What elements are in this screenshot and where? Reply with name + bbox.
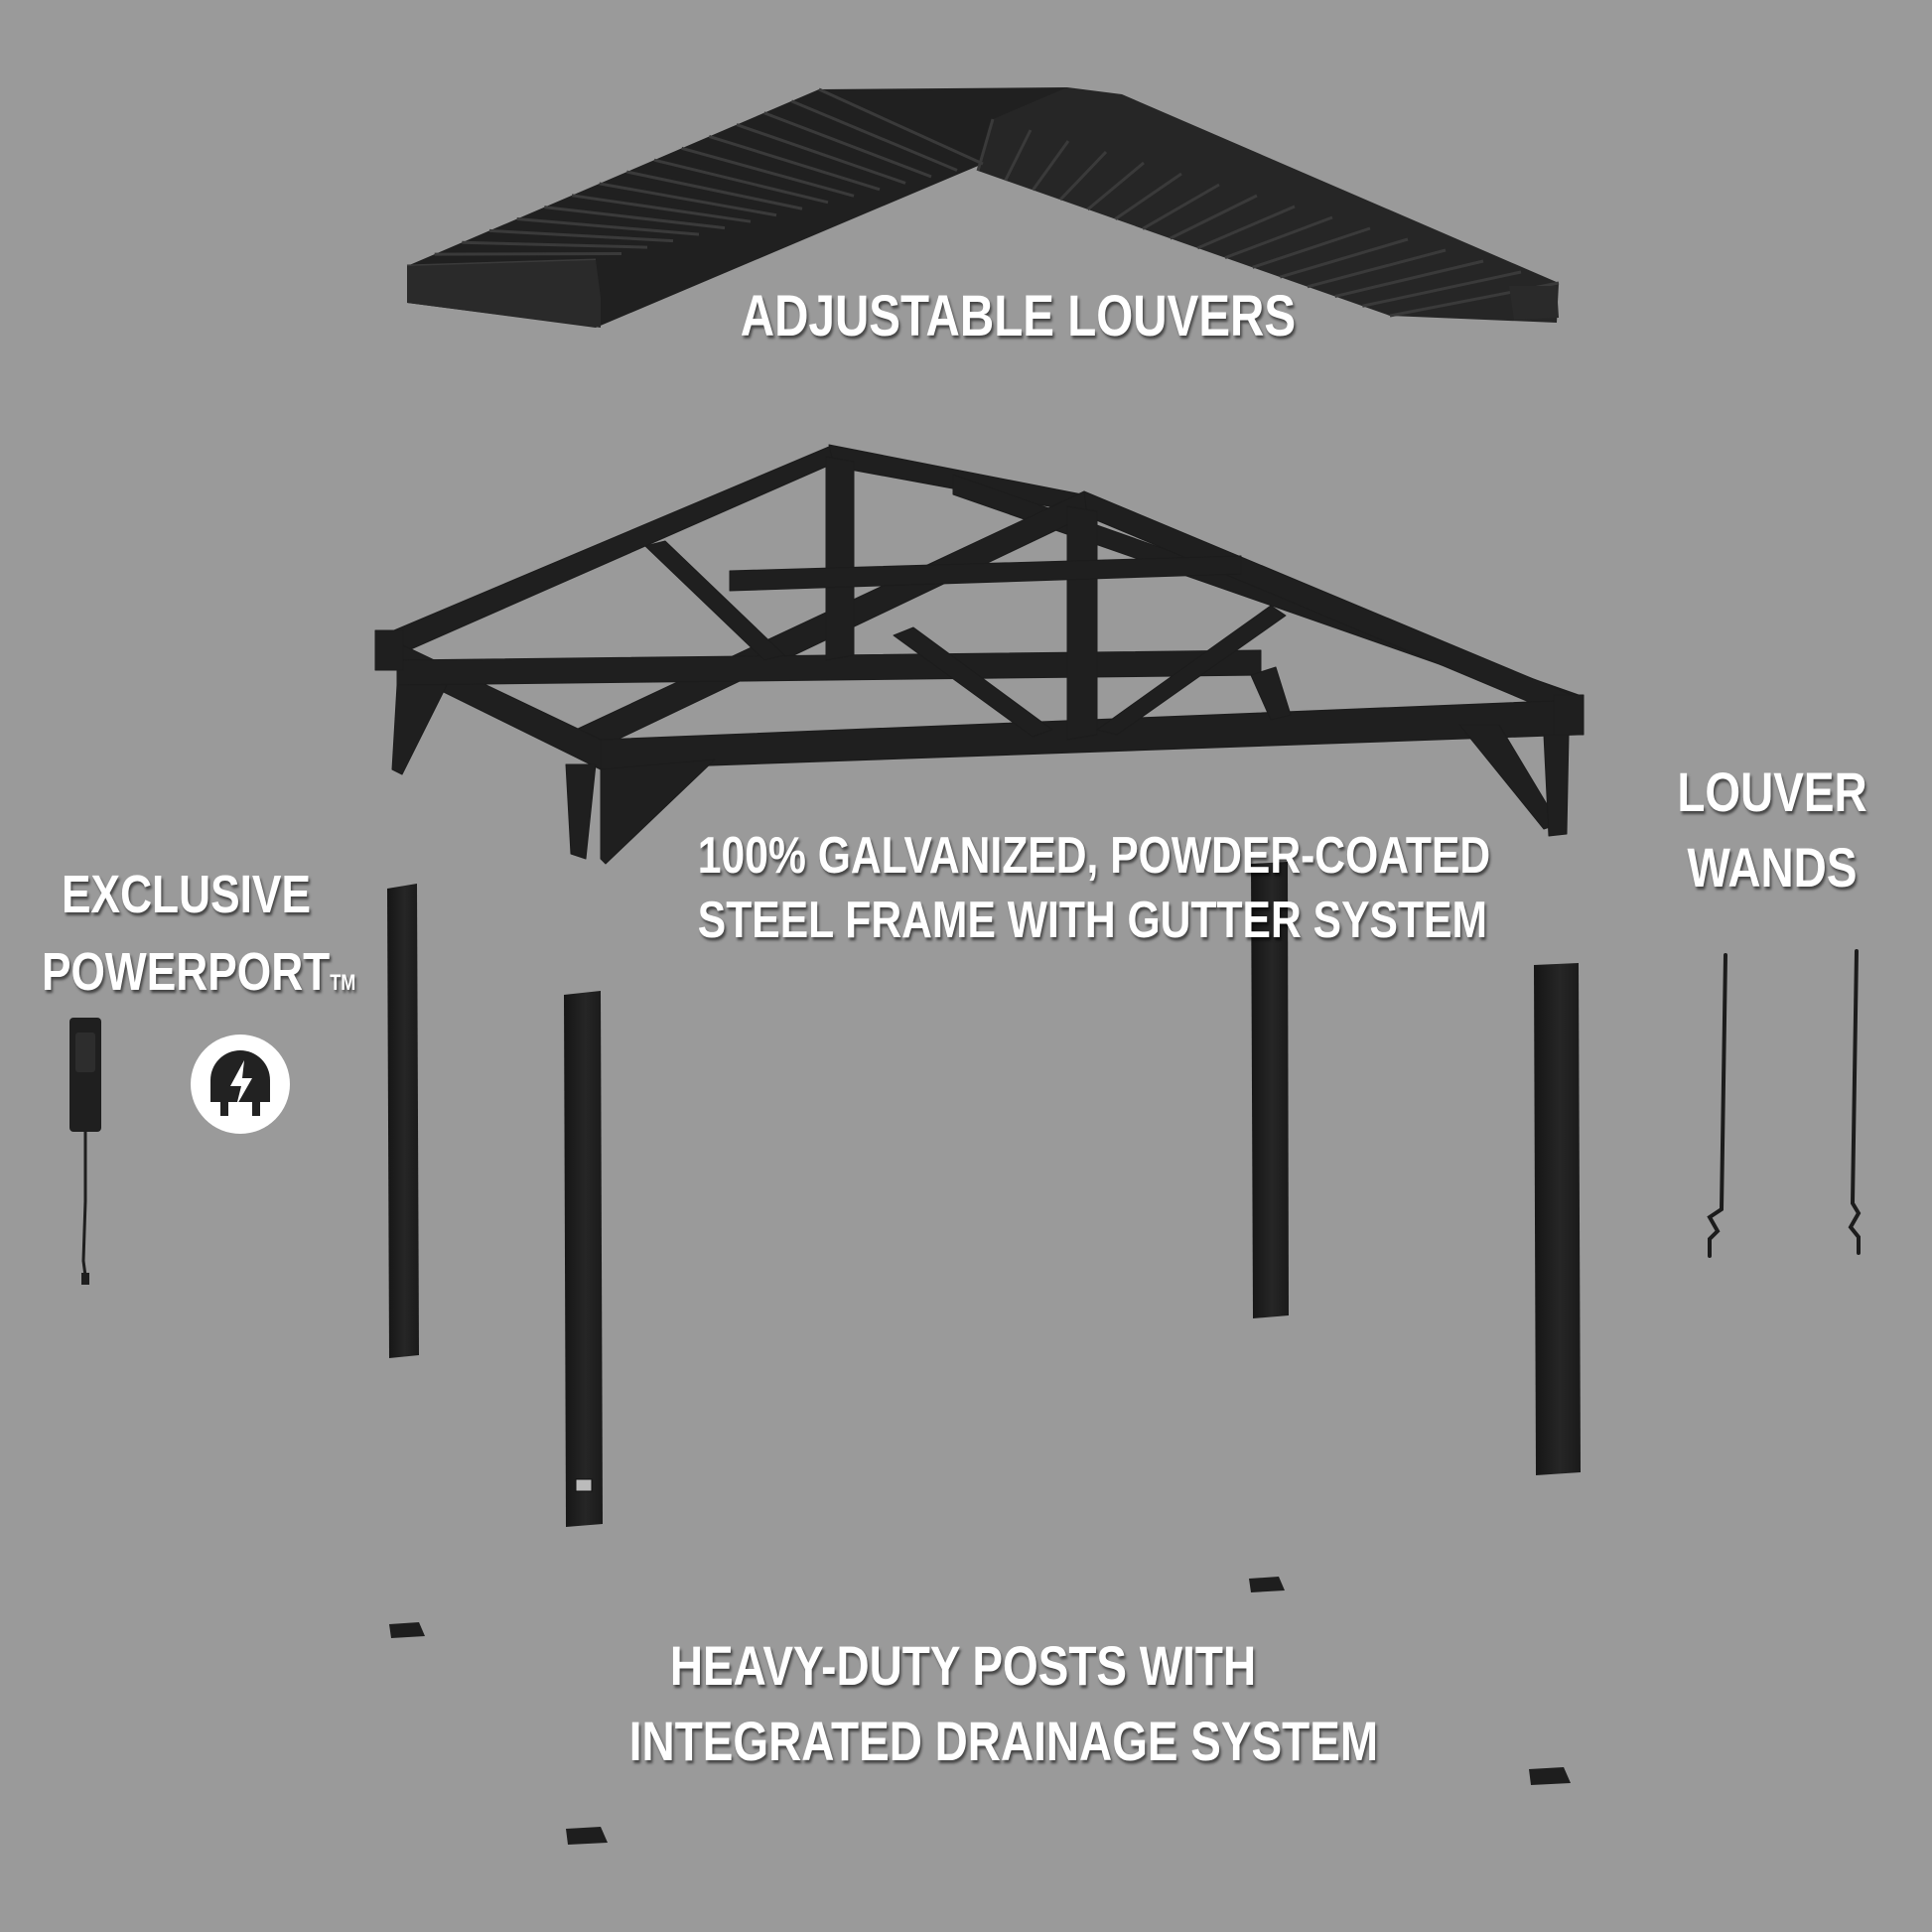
louver-slat-right (1032, 140, 1070, 192)
frame-brace-rear (644, 540, 785, 661)
louver-wand-right (1848, 949, 1862, 1255)
louver-slat-left (626, 170, 803, 210)
label-wands-line2: WANDS (1687, 835, 1858, 898)
label-powerport-tm: TM (330, 970, 356, 996)
louver-front-right-end (1509, 286, 1559, 320)
foot-plate-front-left (566, 1827, 608, 1845)
frame-bracket-front-left-diag (600, 759, 716, 865)
louver-slat-right (1307, 248, 1447, 289)
powerport-device (69, 1018, 101, 1285)
label-posts-line1: HEAVY-DUTY POSTS WITH (669, 1634, 1257, 1697)
posts (387, 862, 1581, 1527)
label-adjustable-louvers: ADJUSTABLE LOUVERS (740, 281, 1297, 353)
label-louver-wands: LOUVER WANDS (1671, 755, 1874, 904)
louver-slat-left (818, 87, 984, 166)
louver-slat-left (516, 217, 700, 236)
louver-slat-right (1142, 183, 1220, 230)
louver-slat-right (1224, 215, 1333, 260)
frame-rear-upright (825, 456, 855, 661)
label-powerport-line2-wrap: POWERPORTTM (41, 933, 355, 1011)
louver-slat-left (544, 206, 726, 230)
frame-rafter-left-rear (381, 446, 845, 656)
louver-slat-left (708, 135, 881, 192)
foot-plate-front-right (1529, 1767, 1571, 1785)
louver-roof-right-slope (978, 87, 1559, 323)
louver-slat-left (736, 123, 906, 185)
louver-slat-right (1362, 270, 1522, 308)
post-rear-left (387, 884, 419, 1358)
louver-slat-left (681, 146, 855, 198)
louver-slat-right (1252, 226, 1371, 269)
louver-slat-right (1279, 237, 1409, 279)
frame-bracket-right-front (1543, 734, 1570, 837)
louver-slat-left (434, 252, 622, 256)
louver-slat-left (763, 111, 932, 179)
louver-slat-right (1170, 194, 1258, 240)
label-louvers-text: ADJUSTABLE LOUVERS (740, 284, 1297, 348)
foot-plates (389, 1577, 1571, 1845)
louver-front-left-end (407, 260, 601, 328)
foot-plate-rear-left (389, 1622, 425, 1638)
post-front-left (564, 991, 603, 1527)
label-heavy-duty-posts: HEAVY-DUTY POSTS WITH INTEGRATED DRAINAG… (628, 1628, 1379, 1778)
frame-brace-front-right (1096, 605, 1287, 736)
louver-slat-right (1114, 172, 1182, 220)
foot-plate-rear-right (1249, 1577, 1285, 1592)
frame-brace-front-left (893, 626, 1053, 738)
louver-roof (406, 87, 1560, 328)
louver-slat-left (488, 228, 674, 243)
louver-slat-left (790, 99, 958, 172)
label-powerport: EXCLUSIVE POWERPORTTM (41, 856, 355, 1012)
label-frame-line2: STEEL FRAME WITH GUTTER SYSTEM (697, 892, 1487, 949)
louver-slat-left (462, 240, 648, 249)
louver-wand-left (1707, 953, 1727, 1258)
frame-bracket-right-rear (1250, 666, 1292, 721)
label-wands-line1: LOUVER (1677, 760, 1867, 823)
louver-slat-left (653, 158, 829, 205)
frame-gutter-cap-left (374, 629, 404, 671)
powerport-outlet (575, 1478, 593, 1492)
louver-slats (406, 87, 1560, 318)
post-rear-right (1251, 862, 1289, 1318)
frame-gutter-cap-right (1553, 694, 1585, 736)
label-powerport-line2: POWERPORT (41, 942, 331, 1003)
power-plug-bolt-icon (191, 1035, 290, 1134)
louver-slat-right (1058, 150, 1108, 202)
label-posts-line2: INTEGRATED DRAINAGE SYSTEM (628, 1709, 1379, 1772)
label-steel-frame: 100% GALVANIZED, POWDER-COATED STEEL FRA… (697, 824, 1491, 953)
powerport-face (75, 1033, 95, 1072)
louver-slat-left (571, 194, 752, 223)
louver-slat-right (1086, 161, 1145, 211)
powerport-cord (81, 1132, 87, 1277)
frame-king-post (1066, 505, 1098, 741)
louver-slat-right (1334, 259, 1484, 298)
label-powerport-line1: EXCLUSIVE (62, 865, 311, 924)
louver-slat-right (1004, 129, 1033, 182)
steel-frame (374, 444, 1585, 865)
frame-bracket-left-rear (391, 684, 448, 775)
louver-wands (1707, 949, 1862, 1258)
frame-mid-beam (729, 555, 1242, 592)
powerport-plug (81, 1273, 89, 1285)
label-frame-line1: 100% GALVANIZED, POWDER-COATED (697, 827, 1491, 885)
louver-slat-right (1196, 205, 1296, 250)
frame-bracket-left-front (565, 763, 597, 860)
louver-slat-left (599, 182, 777, 217)
post-front-right (1534, 963, 1581, 1475)
